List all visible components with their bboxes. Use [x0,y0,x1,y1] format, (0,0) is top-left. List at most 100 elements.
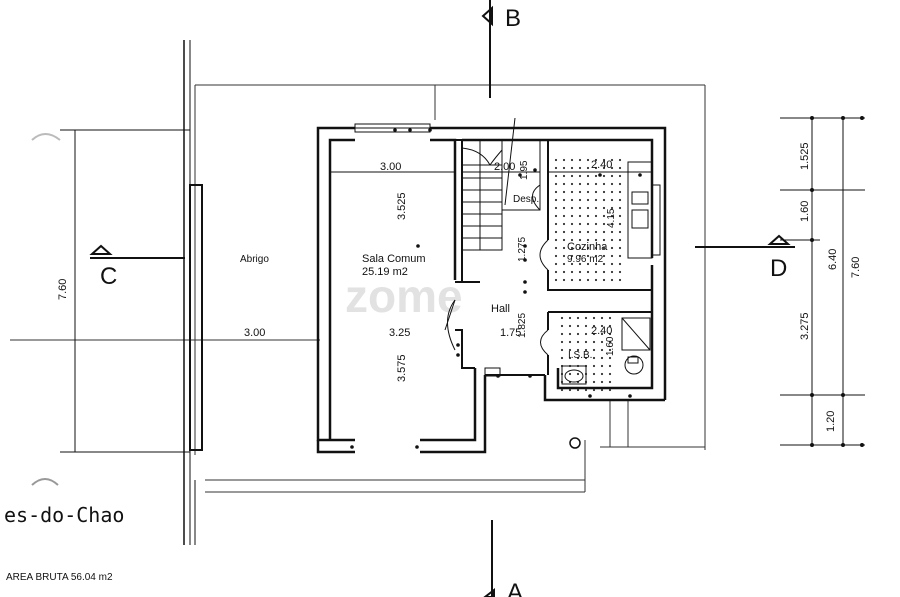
room-hall-label: Hall [491,303,510,315]
tile-dot [602,174,606,178]
tile-dot [594,182,598,186]
tile-dot [578,278,582,282]
tile-dot [610,222,614,226]
section-a-label: A [507,579,523,597]
tile-dot [618,158,622,162]
tile-dot [608,388,612,392]
measurement-dot [428,128,432,132]
tile-dot [602,182,606,186]
tile-dot [618,214,622,218]
tile-dot [618,230,622,234]
tile-dot [618,206,622,210]
dim-cozinha-width: 2.40 [591,159,612,171]
dim-hall-width: 1.75 [500,327,521,339]
tile-dot [578,246,582,250]
dim-hall-depth: 1.825 [517,313,528,338]
tile-dot [594,206,598,210]
measurement-dot [628,394,632,398]
tile-dot [618,222,622,226]
scan-mark-top [31,133,61,141]
tile-dot [592,348,596,352]
tile-dot [586,182,590,186]
tile-dot [586,262,590,266]
tile-dot [594,190,598,194]
tile-dot [584,348,588,352]
tile-dot [594,238,598,242]
tile-dot [586,166,590,170]
tile-dot [570,246,574,250]
tile-dot [594,278,598,282]
tile-dot [586,246,590,250]
tile-dot [618,246,622,250]
dim-desp-depth: 1.95 [519,160,530,180]
window-sala [354,123,431,133]
tile-dot [562,182,566,186]
room-isb-label: I.S.B. [568,350,592,361]
tile-dot [618,278,622,282]
tile-dot [576,316,580,320]
tile-dot [594,262,598,266]
tile-dot [600,332,604,336]
measurement-dot [456,353,460,357]
abrigo-posts [183,40,203,545]
tile-dot [610,254,614,258]
tile-dot [554,206,558,210]
tile-dot [562,222,566,226]
tile-dot [602,190,606,194]
tile-dot [610,182,614,186]
tile-dot [584,356,588,360]
tile-dot [562,270,566,274]
room-cozinha-area: 9.96 m2 [567,254,604,265]
tile-dot [618,270,622,274]
watermark-text: zome [345,270,463,322]
tile-dot [610,238,614,242]
tile-dot [560,388,564,392]
tile-dot [586,214,590,218]
room-sala-area: 25.19 m2 [362,266,408,278]
tile-dot [594,158,598,162]
tile-dot [608,316,612,320]
dim-right-sub: 6.40 [827,249,839,270]
room-abrigo-label: Abrigo [240,254,269,265]
tile-dot [554,198,558,202]
tile-dot [602,158,606,162]
dim-right-4: 1.20 [825,411,837,432]
tile-dot [610,262,614,266]
tile-dot [570,262,574,266]
tile-dot [576,372,580,376]
tile-dot [608,332,612,336]
measurement-dot [533,168,537,172]
tile-dot [586,222,590,226]
section-b-label: B [505,5,521,32]
tile-dot [568,316,572,320]
tile-dot [576,324,580,328]
tile-dot [602,246,606,250]
dim-stair-run: 1.275 [517,237,528,262]
section-d: D [695,234,795,282]
tile-dot [586,158,590,162]
tile-dot [608,380,612,384]
tile-dot [600,388,604,392]
tile-dot [600,380,604,384]
tile-dot [586,278,590,282]
measurement-dot [393,128,397,132]
tile-dot [586,206,590,210]
tile-dot [554,222,558,226]
tile-dot [608,340,612,344]
tile-dot [610,206,614,210]
tile-dot [602,238,606,242]
tile-dot [554,174,558,178]
measurement-dot [496,374,500,378]
tile-dot [602,270,606,274]
tile-dot [586,174,590,178]
tile-dot [592,324,596,328]
tile-dot [576,356,580,360]
tile-dot [554,182,558,186]
tile-dot [602,206,606,210]
site-outline [10,84,706,493]
room-cozinha-label: Cozinha [567,241,608,253]
tile-dot [610,270,614,274]
tile-dot [570,254,574,258]
tile-dot [610,158,614,162]
measurement-dot [415,445,419,449]
